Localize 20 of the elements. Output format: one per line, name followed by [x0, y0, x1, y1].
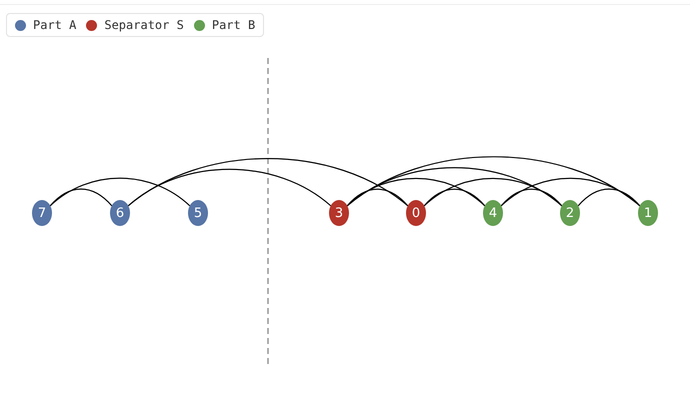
vertex-node: 6 [110, 200, 130, 226]
arc-edge [50, 178, 190, 206]
vertex-node: 4 [483, 200, 503, 226]
vertex-node: 5 [188, 200, 208, 226]
vertex-node: 2 [560, 200, 580, 226]
legend-label: Part A [33, 18, 76, 32]
arc-edge [424, 188, 486, 206]
arc-edge [346, 188, 408, 206]
vertex-node: 3 [329, 200, 349, 226]
legend-label: Separator S [104, 18, 184, 32]
vertex-node: 7 [32, 200, 52, 226]
arc-edge [128, 158, 408, 206]
legend-label: Part B [212, 18, 256, 32]
arc-edge [578, 188, 640, 206]
vertex-node: 1 [638, 200, 658, 226]
arc-edge [346, 156, 640, 206]
vertex-node: 0 [406, 200, 426, 226]
arc-edge [500, 188, 562, 206]
arc-edge [50, 188, 112, 206]
arc-edge [128, 168, 332, 206]
